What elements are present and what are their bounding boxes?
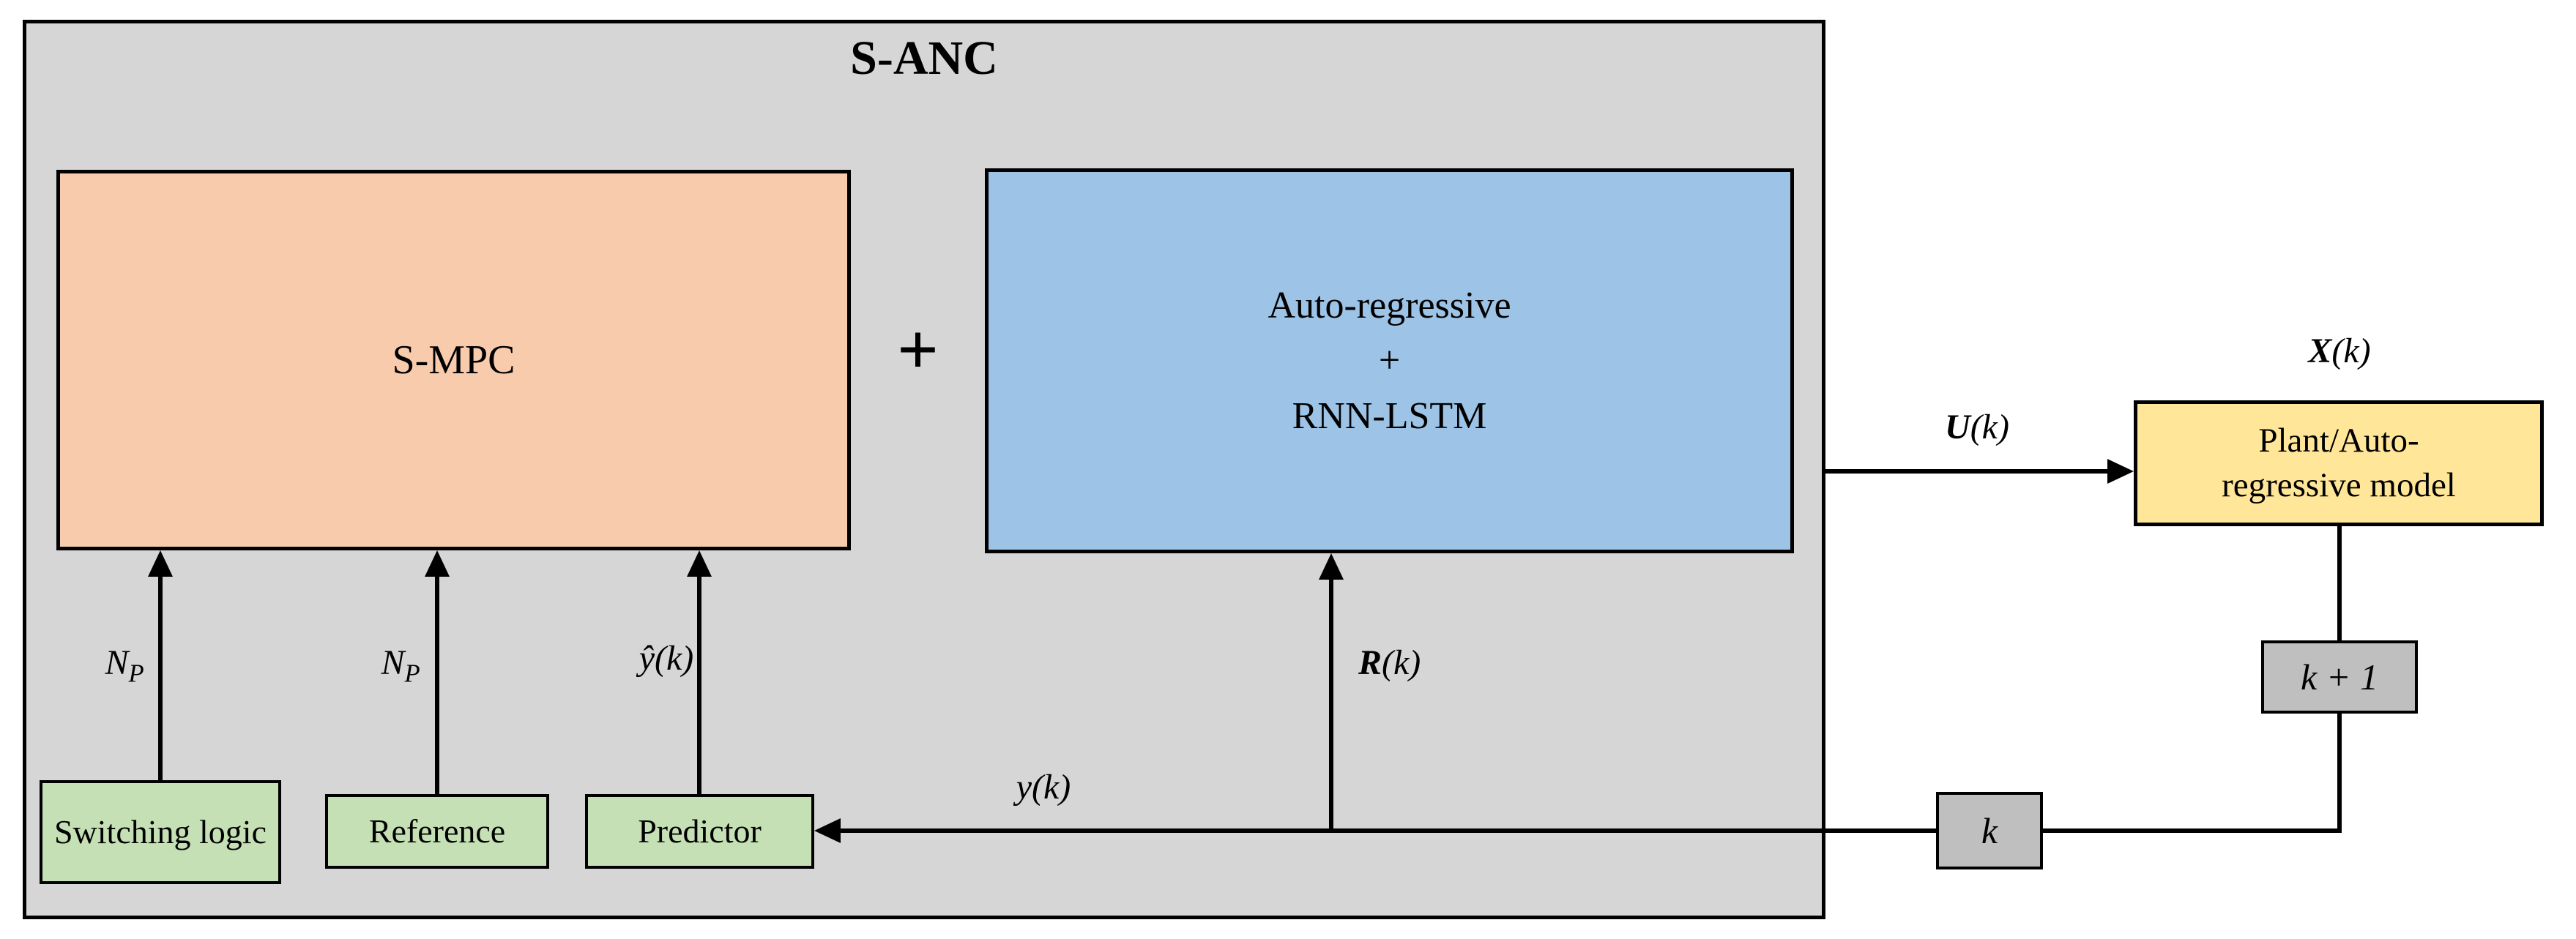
np1-base: N xyxy=(105,643,129,682)
switching-logic-block: Switching logic xyxy=(40,780,281,884)
smpc-label: S-MPC xyxy=(392,337,515,383)
sanc-title: S-ANC xyxy=(850,31,998,85)
k-block: k xyxy=(1936,792,2043,869)
yhat-label: ŷ(k) xyxy=(639,639,694,678)
k-plus-1-label: k + 1 xyxy=(2301,656,2378,697)
x-rest: (k) xyxy=(2331,332,2371,370)
autoregressive-rnn-lstm-block: Auto-regressive + RNN-LSTM xyxy=(985,168,1794,553)
reference-label: Reference xyxy=(368,812,506,850)
reference-to-smpc-arrowhead xyxy=(425,550,450,577)
r-rest: (k) xyxy=(1382,643,1421,682)
np2-base: N xyxy=(381,643,405,682)
x-letter: X xyxy=(2308,332,2332,370)
plant-autoregressive-model-block: Plant/Auto- regressive model xyxy=(2134,400,2544,526)
u-rest: (k) xyxy=(1970,408,2009,446)
ar-line2: + xyxy=(1378,340,1401,382)
switching-logic-label: Switching logic xyxy=(53,813,267,851)
np2-sub: P xyxy=(404,659,420,688)
plant-line2: regressive model xyxy=(2222,466,2456,504)
predictor-to-smpc-arrowhead xyxy=(687,550,712,577)
k-plus-1-block: k + 1 xyxy=(2261,640,2418,714)
reference-block: Reference xyxy=(325,794,549,869)
np1-label: NP xyxy=(77,643,172,689)
smpc-block: S-MPC xyxy=(56,170,851,550)
predictor-block: Predictor xyxy=(585,794,814,869)
plant-line1: Plant/Auto- xyxy=(2258,421,2419,460)
u-label: U(k) xyxy=(1900,407,2054,447)
r-label: R(k) xyxy=(1358,643,1505,683)
np1-sub: P xyxy=(128,659,144,688)
k-label: k xyxy=(1981,810,1998,851)
predictor-to-smpc-line xyxy=(697,574,701,794)
u-letter: U xyxy=(1945,408,1970,446)
r-to-ar-arrowhead xyxy=(1319,553,1344,580)
plus-operator: + xyxy=(897,309,939,390)
switching-to-smpc-line xyxy=(158,574,163,780)
u-to-plant-arrowhead xyxy=(2107,459,2134,484)
ar-line3: RNN-LSTM xyxy=(1292,394,1487,437)
r-letter: R xyxy=(1358,643,1382,682)
switching-to-smpc-arrowhead xyxy=(148,550,173,577)
y-feedback-line xyxy=(839,828,2342,833)
np2-label: NP xyxy=(353,643,448,689)
y-label: y(k) xyxy=(1016,768,1071,807)
x-label: X(k) xyxy=(2270,331,2409,371)
u-to-plant-line xyxy=(1825,469,2109,474)
reference-to-smpc-line xyxy=(435,574,439,794)
ar-line1: Auto-regressive xyxy=(1267,284,1511,326)
r-to-ar-line xyxy=(1329,577,1333,833)
y-to-predictor-arrowhead xyxy=(814,818,841,843)
predictor-label: Predictor xyxy=(638,812,762,850)
